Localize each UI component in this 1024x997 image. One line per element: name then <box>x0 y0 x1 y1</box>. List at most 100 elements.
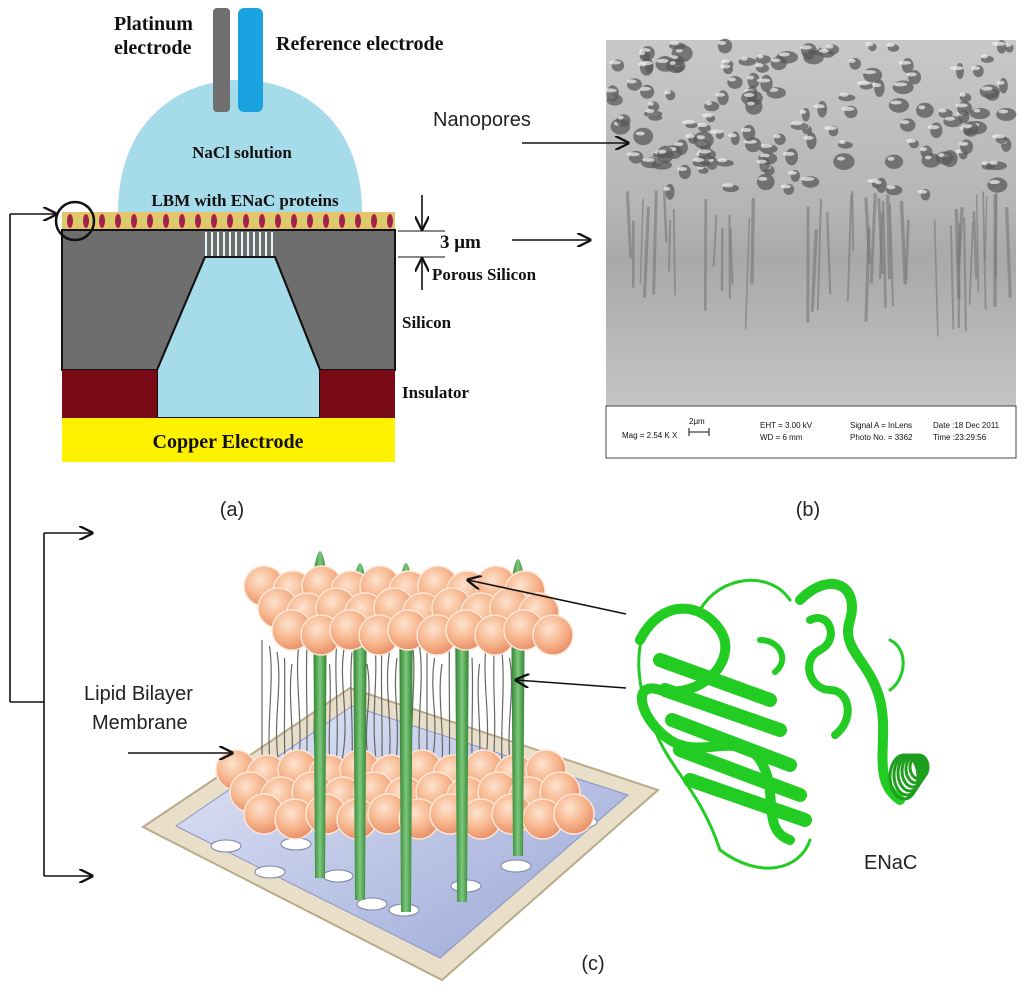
sem-highlight <box>681 120 696 125</box>
enac-mark <box>67 214 73 228</box>
sem-highlight <box>938 153 945 158</box>
lipid-label-2: Membrane <box>92 712 188 734</box>
sem-highlight <box>760 153 770 158</box>
insulator-label: Insulator <box>402 383 470 402</box>
silicon-label: Silicon <box>402 313 452 332</box>
sem-pore <box>888 98 910 113</box>
sem-highlight <box>782 151 795 156</box>
sem-highlight <box>639 48 651 53</box>
enac-mark <box>355 214 361 228</box>
sem-highlight <box>645 109 655 114</box>
sem-highlight <box>692 158 705 163</box>
sem-highlight <box>958 141 969 146</box>
sem-column <box>963 217 967 332</box>
sem-column <box>810 229 818 312</box>
sem-pore <box>959 139 974 155</box>
sem-pore <box>800 43 817 58</box>
sem-column <box>639 198 644 285</box>
sem-highlight <box>893 82 908 87</box>
sem-column <box>899 200 908 285</box>
sem-highlight <box>728 77 736 82</box>
sem-highlight <box>813 104 825 109</box>
sem-column <box>975 194 980 292</box>
sem-time: Time :23:29:56 <box>933 433 987 442</box>
sem-pore <box>987 177 1008 193</box>
sem-highlight <box>800 176 815 181</box>
sem-pore <box>633 127 654 146</box>
enac-mark <box>227 214 233 228</box>
sem-highlight <box>756 78 771 83</box>
sem-highlight <box>906 72 917 77</box>
lipid-top-leaflet <box>243 565 574 656</box>
sem-column <box>851 191 855 251</box>
sem-highlight <box>886 185 896 190</box>
sem-highlight <box>863 70 877 75</box>
enac-label: ENaC <box>864 852 917 874</box>
lipid-tail <box>283 657 286 767</box>
sem-pore <box>921 153 941 168</box>
chip-hole <box>500 859 532 873</box>
sem-column <box>846 194 853 302</box>
sem-highlight <box>787 170 797 175</box>
sem-highlight <box>944 116 956 121</box>
sem-highlight <box>602 88 617 93</box>
panel-c: Lipid Bilayer Membrane ENaC (c) <box>84 551 930 982</box>
sem-highlight <box>674 142 684 147</box>
sem-highlight <box>837 156 845 161</box>
sem-highlight <box>727 133 737 138</box>
lipid-label-1: Lipid Bilayer <box>84 683 193 705</box>
sem-pore <box>678 164 691 180</box>
sem-column <box>864 197 872 265</box>
enac-mark <box>259 214 265 228</box>
sem-highlight <box>841 106 855 111</box>
sem-highlight <box>695 135 706 140</box>
sem-column <box>877 198 885 275</box>
enac-mark <box>323 214 329 228</box>
sem-column <box>826 211 832 295</box>
sem-highlight <box>722 183 734 188</box>
sem-pore <box>645 58 654 74</box>
sem-highlight <box>778 52 790 57</box>
sem-highlight <box>771 58 781 63</box>
sem-column <box>972 211 978 280</box>
sem-highlight <box>970 66 981 71</box>
sem-highlight <box>642 157 655 162</box>
sem-highlight <box>991 134 1006 139</box>
sem-highlight <box>710 129 724 134</box>
sem-highlight <box>747 101 755 106</box>
sem-pore <box>770 56 787 71</box>
sem-highlight <box>991 41 1006 46</box>
lipid-tail <box>430 657 436 767</box>
sem-highlight <box>825 44 834 49</box>
chip-hole <box>356 897 388 911</box>
sem-column <box>667 220 672 272</box>
sem-highlight <box>973 108 981 113</box>
sem-highlight <box>871 83 882 88</box>
panel-c-label: (c) <box>581 953 604 975</box>
sem-highlight <box>927 125 940 130</box>
lipid-head <box>532 614 574 656</box>
sem-highlight <box>743 139 757 144</box>
sem-highlight <box>886 43 895 48</box>
sem-highlight <box>773 134 781 139</box>
sem-highlight <box>635 131 645 136</box>
sem-highlight <box>980 86 993 91</box>
sem-highlight <box>715 92 726 97</box>
sem-highlight <box>938 108 947 113</box>
sem-wd: WD = 6 mm <box>760 433 803 442</box>
enac-arrow-bottom <box>516 680 627 689</box>
sem-column <box>652 190 658 295</box>
enac-mark <box>275 214 281 228</box>
sem-highlight <box>955 103 968 108</box>
sem-highlight <box>959 92 966 97</box>
sem-highlight <box>656 58 669 63</box>
sem-highlight <box>924 155 932 160</box>
enac-protein-structure <box>635 578 905 870</box>
enac-mark <box>83 214 89 228</box>
platinum-label-2: electrode <box>114 37 191 59</box>
panel-a: Platinum electrode Reference electrode N… <box>54 8 590 521</box>
sem-highlight <box>743 93 755 98</box>
sem-pore <box>742 124 756 142</box>
insulator-left <box>62 370 157 418</box>
